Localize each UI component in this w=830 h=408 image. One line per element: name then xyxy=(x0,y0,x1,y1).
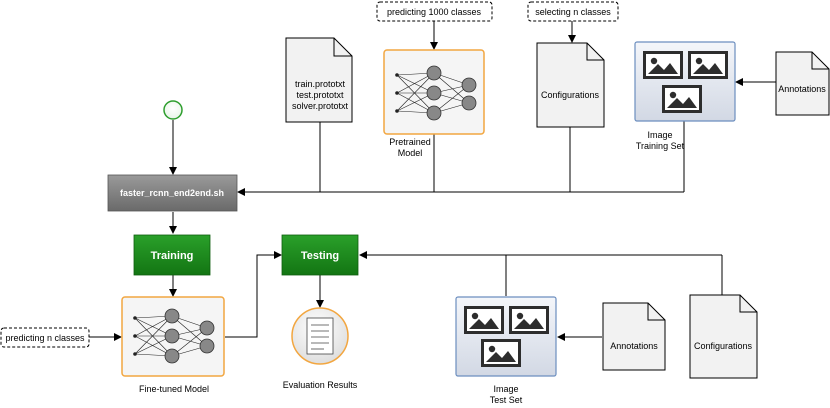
training-set-label-2: Training Set xyxy=(636,141,685,151)
testing-step: Testing xyxy=(281,234,359,276)
picture-icon xyxy=(662,85,702,113)
picture-icon xyxy=(464,306,504,334)
callout-predict-1000-text: predicting 1000 classes xyxy=(387,7,482,17)
callout-predict-n: predicting n classes xyxy=(0,327,90,348)
configurations-bottom-label: Configurations xyxy=(694,341,753,351)
picture-icon xyxy=(643,51,683,79)
prototxt-doc: train.prototxt test.prototxt solver.prot… xyxy=(285,37,353,123)
annotations-doc-bottom: Annotations xyxy=(602,302,666,371)
picture-icon xyxy=(688,51,728,79)
training-set-label-1: Image xyxy=(647,130,672,140)
pretrained-model: Pretrained Model xyxy=(383,49,485,158)
image-training-set: Image Training Set xyxy=(634,41,736,151)
training-step: Training xyxy=(133,234,211,276)
finetuned-label: Fine-tuned Model xyxy=(139,384,209,394)
callout-predict-n-text: predicting n classes xyxy=(5,333,85,343)
annotations-doc-top: Annotations xyxy=(775,51,830,116)
testing-label: Testing xyxy=(301,250,339,262)
picture-icon xyxy=(509,306,549,334)
script-label: faster_rcnn_end2end.sh xyxy=(120,188,224,198)
pretrained-label-2: Model xyxy=(398,148,423,158)
evaluation-results: Evaluation Results xyxy=(283,307,358,390)
pretrained-label-1: Pretrained xyxy=(389,137,431,147)
image-test-set: Image Test Set xyxy=(455,296,557,405)
results-label: Evaluation Results xyxy=(283,380,358,390)
prototxt-line-3: solver.prototxt xyxy=(292,101,349,111)
callout-select-n: selecting n classes xyxy=(527,1,619,22)
test-set-label-1: Image xyxy=(493,384,518,394)
annotations-top-label: Annotations xyxy=(778,84,826,94)
script-node: faster_rcnn_end2end.sh xyxy=(107,174,238,212)
configurations-doc-top: Configurations xyxy=(536,42,605,128)
prototxt-line-1: train.prototxt xyxy=(295,79,346,89)
test-set-label-2: Test Set xyxy=(490,395,523,405)
annotations-bottom-label: Annotations xyxy=(610,341,658,351)
callout-predict-1000: predicting 1000 classes xyxy=(376,1,493,22)
start-node xyxy=(163,100,183,120)
training-label: Training xyxy=(151,250,194,262)
configurations-top-label: Configurations xyxy=(541,90,600,100)
configurations-doc-bottom: Configurations xyxy=(689,294,758,379)
picture-icon xyxy=(481,339,521,367)
callout-select-n-text: selecting n classes xyxy=(535,7,611,17)
edges xyxy=(89,21,776,341)
document-icon xyxy=(306,317,334,355)
finetuned-model: Fine-tuned Model xyxy=(121,296,225,394)
prototxt-line-2: test.prototxt xyxy=(296,90,344,100)
